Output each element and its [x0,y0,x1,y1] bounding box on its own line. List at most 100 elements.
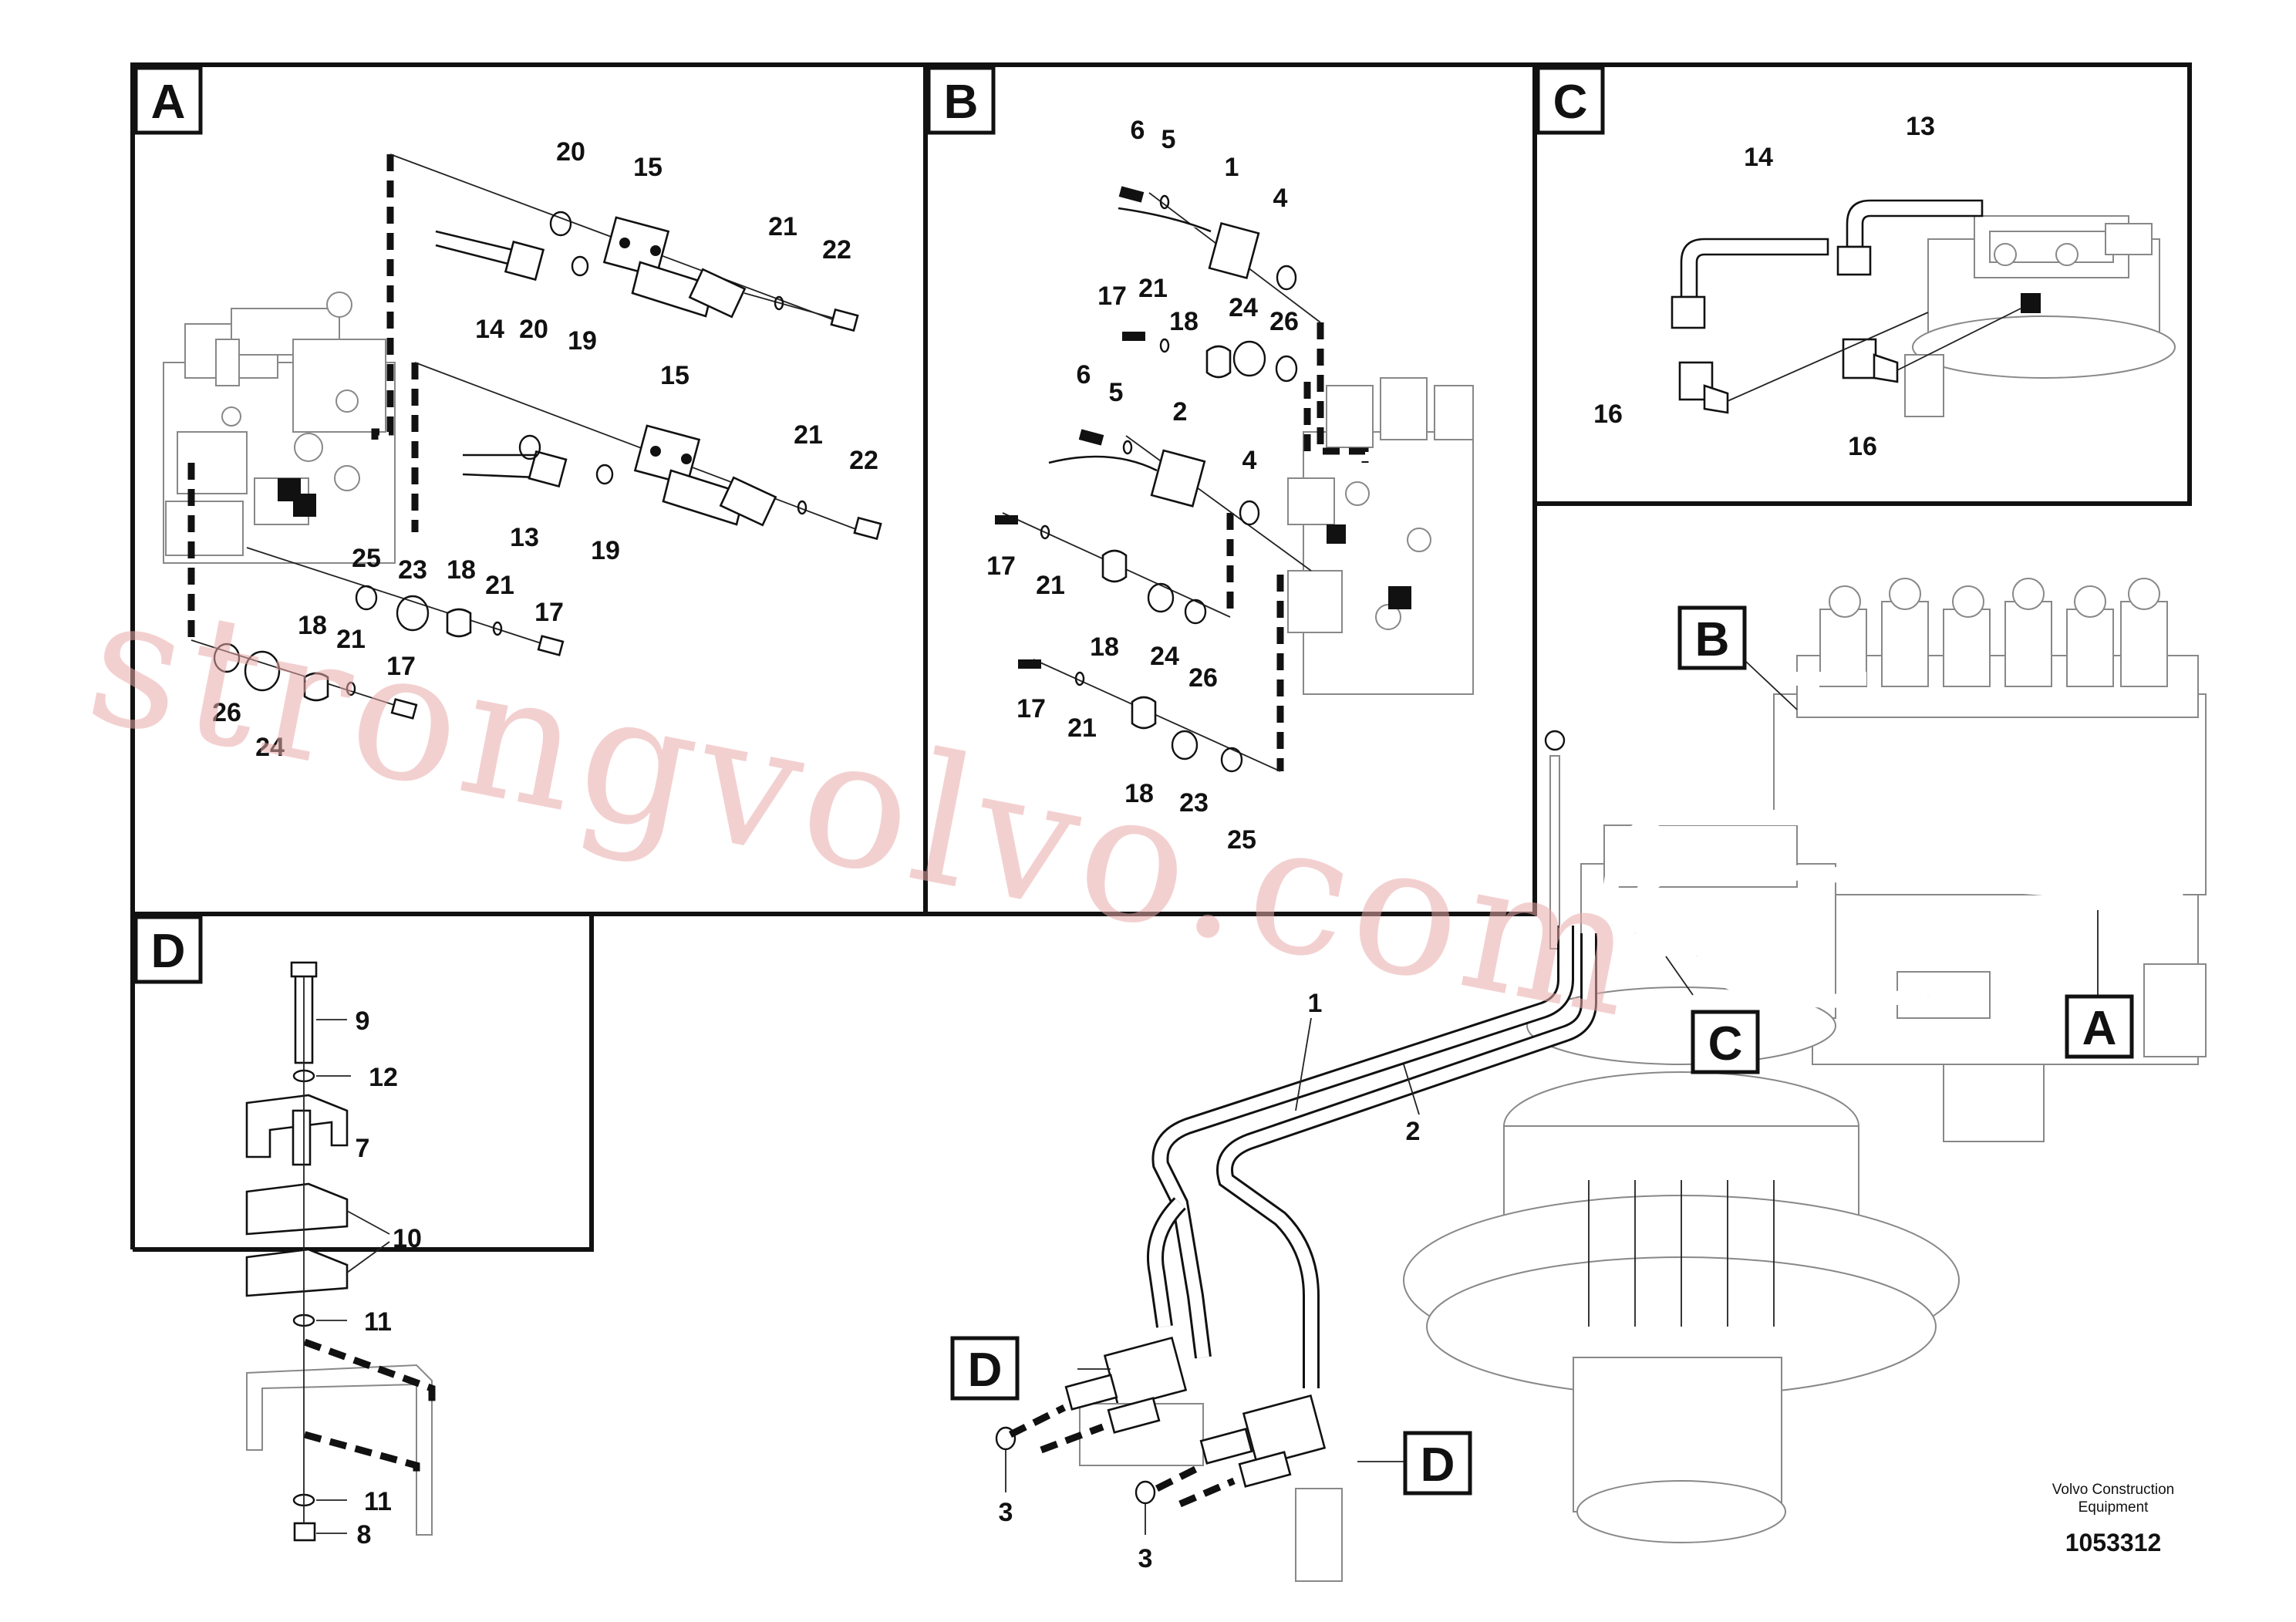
label-b-25: 25 [1227,825,1256,855]
label-a-24: 24 [255,733,285,762]
label-a-17b: 17 [386,652,416,681]
label-a-17: 17 [534,598,564,627]
label-b-17b: 17 [986,551,1016,581]
callout-d-1: D [950,1336,1020,1401]
label-main-1: 1 [1308,989,1323,1018]
label-b-24: 24 [1229,293,1258,322]
label-a-19b: 19 [591,536,620,565]
label-b-4: 4 [1273,184,1288,213]
label-b-6b: 6 [1077,360,1091,389]
label-d-7: 7 [356,1134,370,1163]
label-b-21b: 21 [1036,571,1065,600]
drawing-number: 1053312 [2065,1529,2162,1556]
panel-d-tag: D [133,915,203,984]
callout-b-text: B [1695,613,1730,666]
panel-d-labels: 9 12 7 10 11 11 8 [316,1007,422,1549]
label-a-21b: 21 [794,420,823,450]
label-d-9: 9 [356,1007,370,1036]
swing-motor-c [1904,215,2176,417]
panel-c-drawing [1671,199,2176,417]
label-a-14: 14 [475,315,504,344]
clamp-half-10-lower [245,1248,349,1297]
label-d-11b: 11 [364,1487,392,1516]
panel-c-tag-text: C [1553,76,1588,129]
panel-d-tag-text: D [151,925,186,978]
panel-c-labels: 14 13 16 16 [1593,112,1935,461]
panel-a-labels: 20 15 21 22 14 20 19 15 21 22 13 19 25 2… [212,137,878,762]
label-a-26: 26 [212,698,241,727]
label-b-1: 1 [1225,153,1239,182]
main-labels: 1 2 3 3 [999,989,1421,1573]
callout-c-text: C [1708,1017,1743,1071]
control-valve-block-a [163,292,396,564]
label-b-26: 26 [1269,307,1299,336]
label-a-23: 23 [398,555,427,585]
label-main-2: 2 [1406,1117,1421,1146]
label-c-14: 14 [1744,143,1773,172]
panel-d-drawing [245,961,436,1542]
hose-14-c [1680,238,1829,298]
label-a-19: 19 [568,326,597,356]
label-d-11: 11 [364,1307,392,1337]
label-b-17: 17 [1097,282,1127,311]
callout-d-2-text: D [1421,1438,1455,1492]
hose-13-c [1846,199,1984,248]
label-b-21c: 21 [1067,713,1097,743]
control-valve-main [1773,578,2207,1142]
label-b-18b: 18 [1090,632,1119,662]
coupler-assembly-1 [1008,1336,1204,1466]
callout-c: C [1691,1010,1760,1074]
flange-15-upper [602,216,747,319]
label-a-22: 22 [822,235,851,265]
footer-company-line1: Volvo Construction [2052,1482,2175,1498]
label-main-3b: 3 [1138,1544,1153,1573]
label-b-21: 21 [1138,274,1168,303]
callout-a-text: A [2082,1002,2117,1055]
label-b-18: 18 [1169,307,1199,336]
label-a-18: 18 [447,555,476,585]
panel-a-drawing [163,153,882,720]
label-d-10: 10 [393,1224,422,1253]
footer-company: Volvo Construction Equipment [1998,1481,2229,1516]
label-c-16: 16 [1593,400,1623,429]
label-a-15b: 15 [660,361,689,390]
label-a-20b: 20 [519,315,548,344]
label-c-13: 13 [1906,112,1935,141]
panel-c-tag: C [1536,66,1605,135]
label-b-2: 2 [1173,397,1188,427]
label-a-21d: 21 [336,625,366,654]
label-b-18c: 18 [1124,779,1154,808]
panel-b-labels: 6 5 1 4 17 21 18 24 26 6 5 2 4 17 21 18 … [986,116,1299,855]
control-valve-block-b [1287,377,1474,695]
label-b-23: 23 [1179,788,1209,818]
main-assembly [995,578,2207,1582]
label-b-26b: 26 [1188,663,1218,693]
panel-frames [130,62,2192,1252]
label-a-21: 21 [768,212,797,241]
panel-a-tag-text: A [151,76,186,129]
label-d-12: 12 [369,1063,398,1092]
label-a-15: 15 [633,153,663,182]
label-d-8: 8 [357,1520,372,1549]
callout-d-2: D [1403,1431,1472,1496]
label-a-18b: 18 [298,611,327,640]
panel-c-frame [1532,62,2192,506]
panel-b-tag-text: B [944,76,979,129]
callout-d-1-text: D [968,1344,1003,1397]
label-b-24b: 24 [1150,642,1179,671]
label-a-22b: 22 [849,446,878,475]
label-b-5: 5 [1161,125,1176,154]
callout-b: B [1677,605,1747,670]
label-b-4b: 4 [1242,446,1257,475]
label-a-13: 13 [510,523,539,552]
label-b-17c: 17 [1017,694,1046,723]
clamp-half-10-upper [245,1182,349,1236]
label-main-3a: 3 [999,1498,1013,1527]
label-c-16b: 16 [1848,432,1877,461]
panel-b-drawing [995,186,1474,773]
panel-b-tag: B [926,66,996,135]
callout-a: A [2065,994,2134,1059]
flange-15-lower [633,424,777,527]
